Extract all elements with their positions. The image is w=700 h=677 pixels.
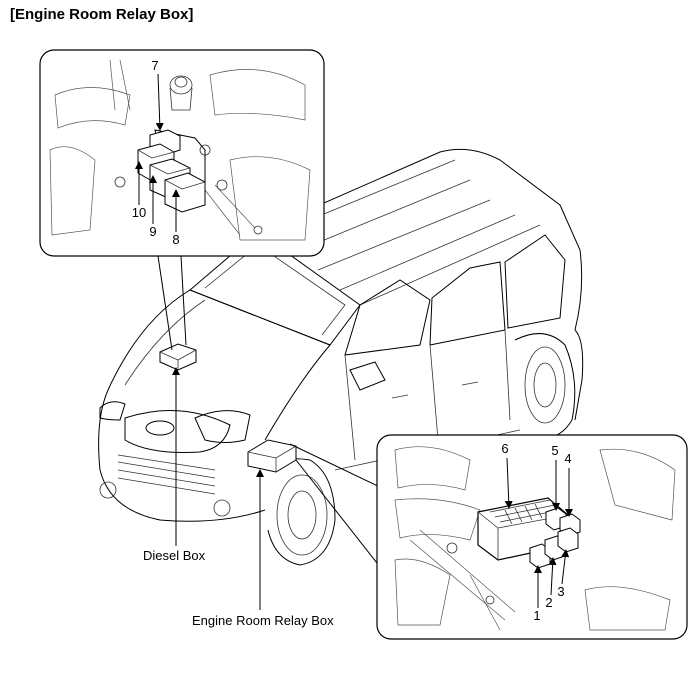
car-illustration	[98, 148, 584, 566]
callout-1: 1	[533, 608, 540, 623]
diesel-box-inset	[39, 49, 325, 257]
callout-7: 7	[151, 58, 158, 73]
callout-2: 2	[545, 595, 552, 610]
diesel-box-marker	[159, 343, 197, 371]
callout-6: 6	[501, 441, 508, 456]
page-title: [Engine Room Relay Box]	[10, 6, 194, 23]
engine-room-relay-box-inset	[376, 434, 688, 640]
callout-4: 4	[564, 451, 571, 466]
callout-10: 10	[132, 205, 146, 220]
callout-3: 3	[557, 584, 564, 599]
callout-8: 8	[172, 232, 179, 247]
engine-room-relay-box-marker	[247, 439, 297, 473]
callout-9: 9	[149, 224, 156, 239]
diesel-box-label: Diesel Box	[143, 548, 206, 563]
callout-5: 5	[551, 443, 558, 458]
engine-room-relay-box-label: Engine Room Relay Box	[192, 613, 334, 628]
